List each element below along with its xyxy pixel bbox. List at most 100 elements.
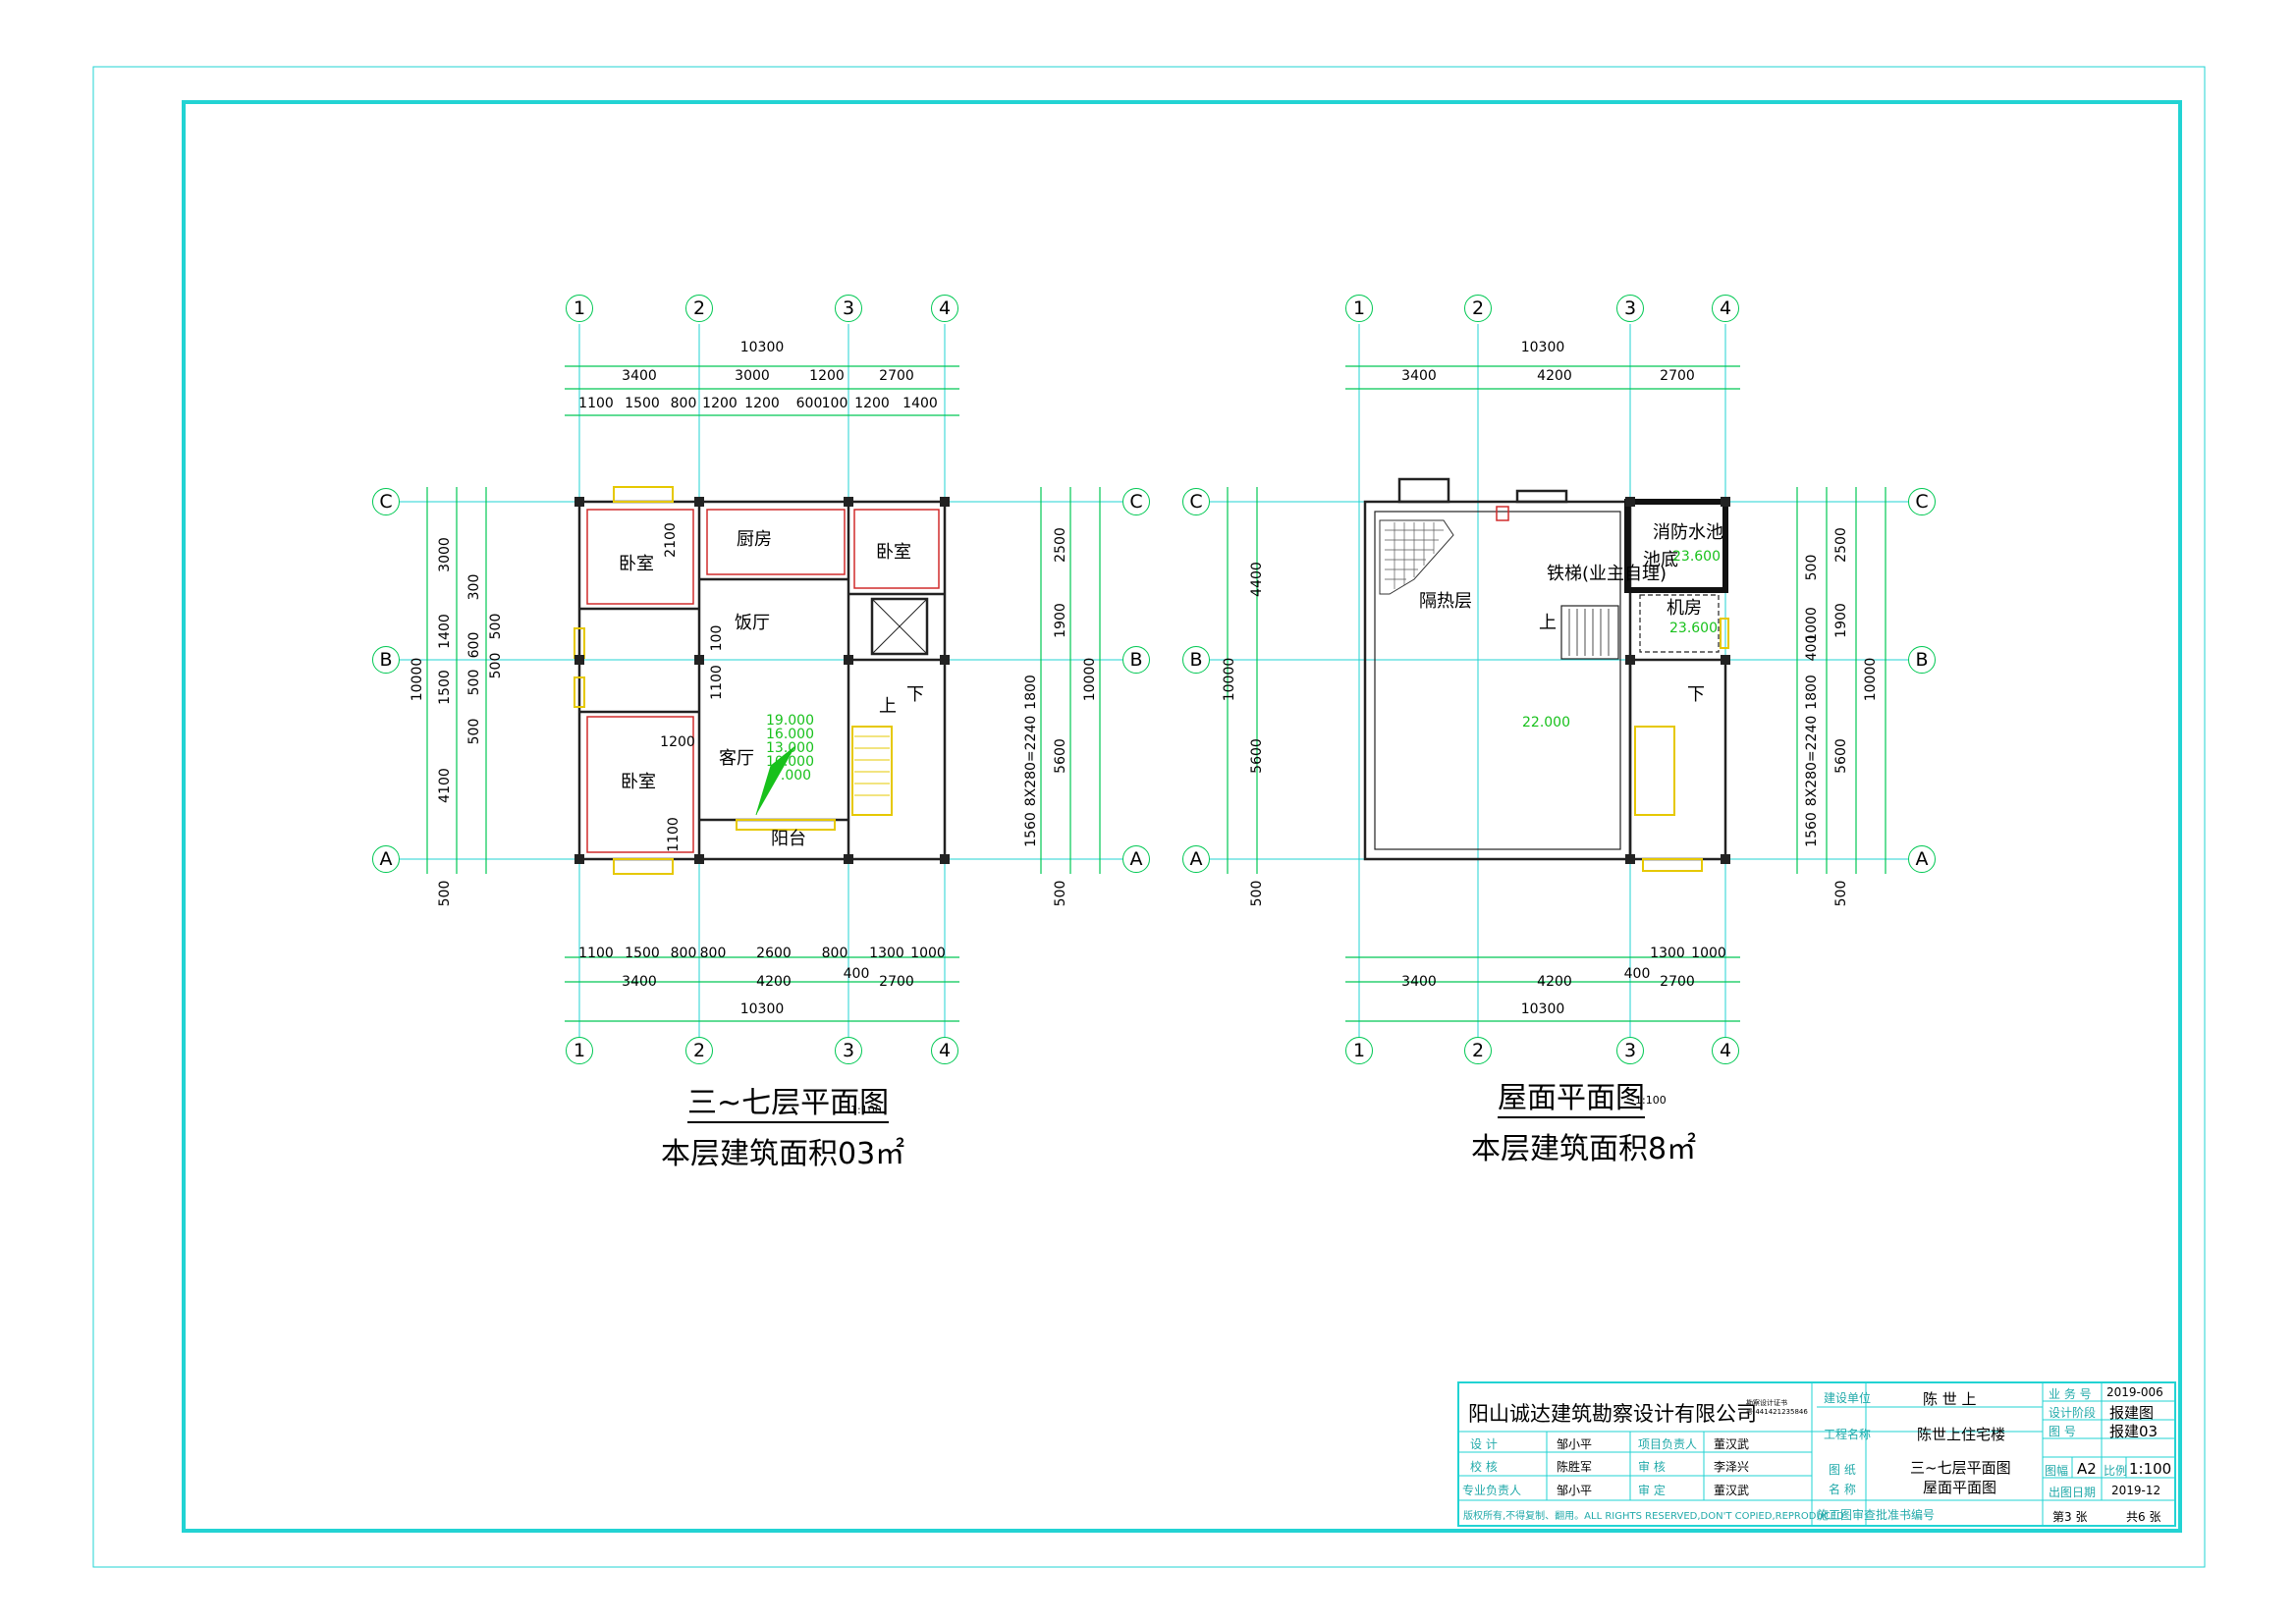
tb-scale-label: 比例 — [2104, 1464, 2128, 1478]
level-value: 16.000 — [766, 727, 814, 742]
dim-bot-l3: 1300 — [869, 946, 904, 961]
steel-ladder-label: 铁梯(业主自理) — [1547, 564, 1667, 584]
dim-left-total-r: 10000 — [1222, 657, 1237, 702]
right-plan-title: 屋面平面图 — [1498, 1073, 1645, 1118]
axis-4-top-left: 4 — [931, 295, 958, 322]
tb-date: 2019-12 — [2111, 1484, 2161, 1497]
axis-4-bottom-right: 4 — [1712, 1037, 1739, 1064]
axis-1-top-left: 1 — [566, 295, 593, 322]
axis-4-top-right: 4 — [1712, 295, 1739, 322]
company-name: 阳山诚达建筑勘察设计有限公司 — [1468, 1402, 1757, 1426]
left-plan-scale: 1:100 — [850, 1104, 882, 1116]
dim-right-v-r: 8X280=2240 — [1804, 715, 1820, 807]
left-plan-title: 三~七层平面图 — [687, 1078, 890, 1123]
stamp-note: 勘察设计证书号:441421235846 — [1746, 1399, 1808, 1416]
dim-bot-l2: 4200 — [756, 974, 792, 990]
dim-right-v: 1560 — [1023, 812, 1039, 847]
level-value: 7.000 — [772, 768, 812, 784]
dim-bot-l2-r: 4200 — [1537, 974, 1572, 990]
dim-bot-l3: 800 — [670, 946, 697, 961]
ladder-up-label: 上 — [1539, 613, 1557, 633]
dim-bot-l3: 1000 — [910, 946, 946, 961]
dim-left-v: 300 — [466, 573, 482, 601]
room-bedroom-2: 卧室 — [876, 542, 911, 563]
axis-c-left-r: C — [1122, 488, 1150, 515]
room-balcony: 阳台 — [771, 829, 806, 849]
room-bedroom-3: 卧室 — [621, 772, 656, 792]
right-plan-area: 本层建筑面积8㎡ — [1471, 1132, 1697, 1166]
dim-inner: 1200 — [660, 734, 695, 750]
dim-top-l2: 1200 — [809, 368, 845, 384]
role-check: 校 核 — [1470, 1460, 1498, 1474]
dim-top-l3: 1200 — [854, 396, 890, 411]
dim-right-total-r: 10000 — [1863, 657, 1879, 702]
dim-total-bottom-r: 10300 — [1520, 1001, 1565, 1017]
level-value: 19.000 — [766, 713, 814, 729]
axis-a-left-l: A — [372, 845, 400, 873]
machine-room-level: 23.600 — [1669, 621, 1718, 636]
axis-b-left-l: B — [372, 646, 400, 674]
room-bedroom-1: 卧室 — [619, 554, 654, 574]
dim-right-v: 5600 — [1053, 738, 1068, 774]
tb-scale: 1:100 — [2129, 1460, 2172, 1478]
dim-right-v: 8X280=2240 — [1023, 715, 1039, 807]
dim-inner-v-r: 500 — [1804, 554, 1820, 581]
role-discipline-lead: 专业负责人 — [1462, 1484, 1522, 1497]
dim-right-v: 1800 — [1023, 675, 1039, 710]
tb-drawing-no-label: 图 号 — [2049, 1425, 2076, 1438]
axis-1-top-right: 1 — [1345, 295, 1373, 322]
fire-tank-label: 消防水池 — [1653, 522, 1723, 543]
axis-3-top-left: 3 — [835, 295, 862, 322]
dim-top-l2-r: 4200 — [1537, 368, 1572, 384]
axis-b-left-r: B — [1122, 646, 1150, 674]
tb-drawing-no: 报建03 — [2109, 1423, 2159, 1440]
dim-top-l3: 1400 — [902, 396, 938, 411]
insulation-label: 隔热层 — [1419, 591, 1472, 612]
tb-date-label: 出图日期 — [2049, 1486, 2097, 1499]
axis-3-bottom-right: 3 — [1616, 1037, 1644, 1064]
dim-left-v: 500 — [437, 880, 453, 907]
dim-bot-l2: 2700 — [879, 974, 914, 990]
dim-total-bottom: 10300 — [739, 1001, 785, 1017]
tb-stage: 报建图 — [2109, 1404, 2155, 1422]
axis-2-bottom-left: 2 — [685, 1037, 713, 1064]
tb-business-no: 2019-006 — [2106, 1385, 2163, 1399]
dim-right-v-r: 1800 — [1804, 675, 1820, 710]
axis-1-bottom-right: 1 — [1345, 1037, 1373, 1064]
tb-sheet-size: A2 — [2077, 1460, 2097, 1478]
room-dining: 饭厅 — [735, 613, 770, 633]
dim-bot-l3: 800 — [821, 946, 848, 961]
dim-bot-l2-r: 2700 — [1660, 974, 1695, 990]
dim-bot-l2-r: 3400 — [1401, 974, 1437, 990]
tb-sheet-size-label: 图幅 — [2045, 1464, 2069, 1478]
dim-top-l3: 1500 — [625, 396, 660, 411]
dim-bot-l3: 1500 — [625, 946, 660, 961]
dim-top-l2: 3400 — [622, 368, 657, 384]
axis-c-left-l: C — [372, 488, 400, 515]
drawing-label: 图 纸 — [1829, 1463, 1856, 1477]
level-value: 10.000 — [766, 754, 814, 770]
outer-frame — [92, 66, 2206, 1568]
dim-left-v: 4100 — [437, 768, 453, 803]
dim-left-v: 1500 — [437, 670, 453, 705]
dim-top-l2: 2700 — [879, 368, 914, 384]
name-label: 名 称 — [1829, 1483, 1856, 1496]
dim-top-l2-r: 2700 — [1660, 368, 1695, 384]
dim-left-total: 10000 — [410, 657, 425, 702]
dim-inner: 100 — [709, 624, 725, 652]
dim-total-top: 10300 — [739, 340, 785, 355]
axis-1-bottom-left: 1 — [566, 1037, 593, 1064]
axis-2-bottom-right: 2 — [1464, 1037, 1492, 1064]
dim-inner: 1100 — [709, 665, 725, 700]
inner-frame — [182, 100, 2182, 1533]
left-plan-area: 本层建筑面积03㎡ — [661, 1137, 905, 1171]
tb-stage-label: 设计阶段 — [2049, 1406, 2097, 1420]
plan-roof — [1198, 324, 1915, 1041]
dim-right-v-r: 5600 — [1833, 738, 1849, 774]
dim-left-v-r: 4400 — [1249, 562, 1265, 597]
room-kitchen: 厨房 — [737, 529, 772, 550]
role-project-lead: 项目负责人 — [1638, 1437, 1698, 1451]
dim-left-v: 1400 — [437, 614, 453, 649]
